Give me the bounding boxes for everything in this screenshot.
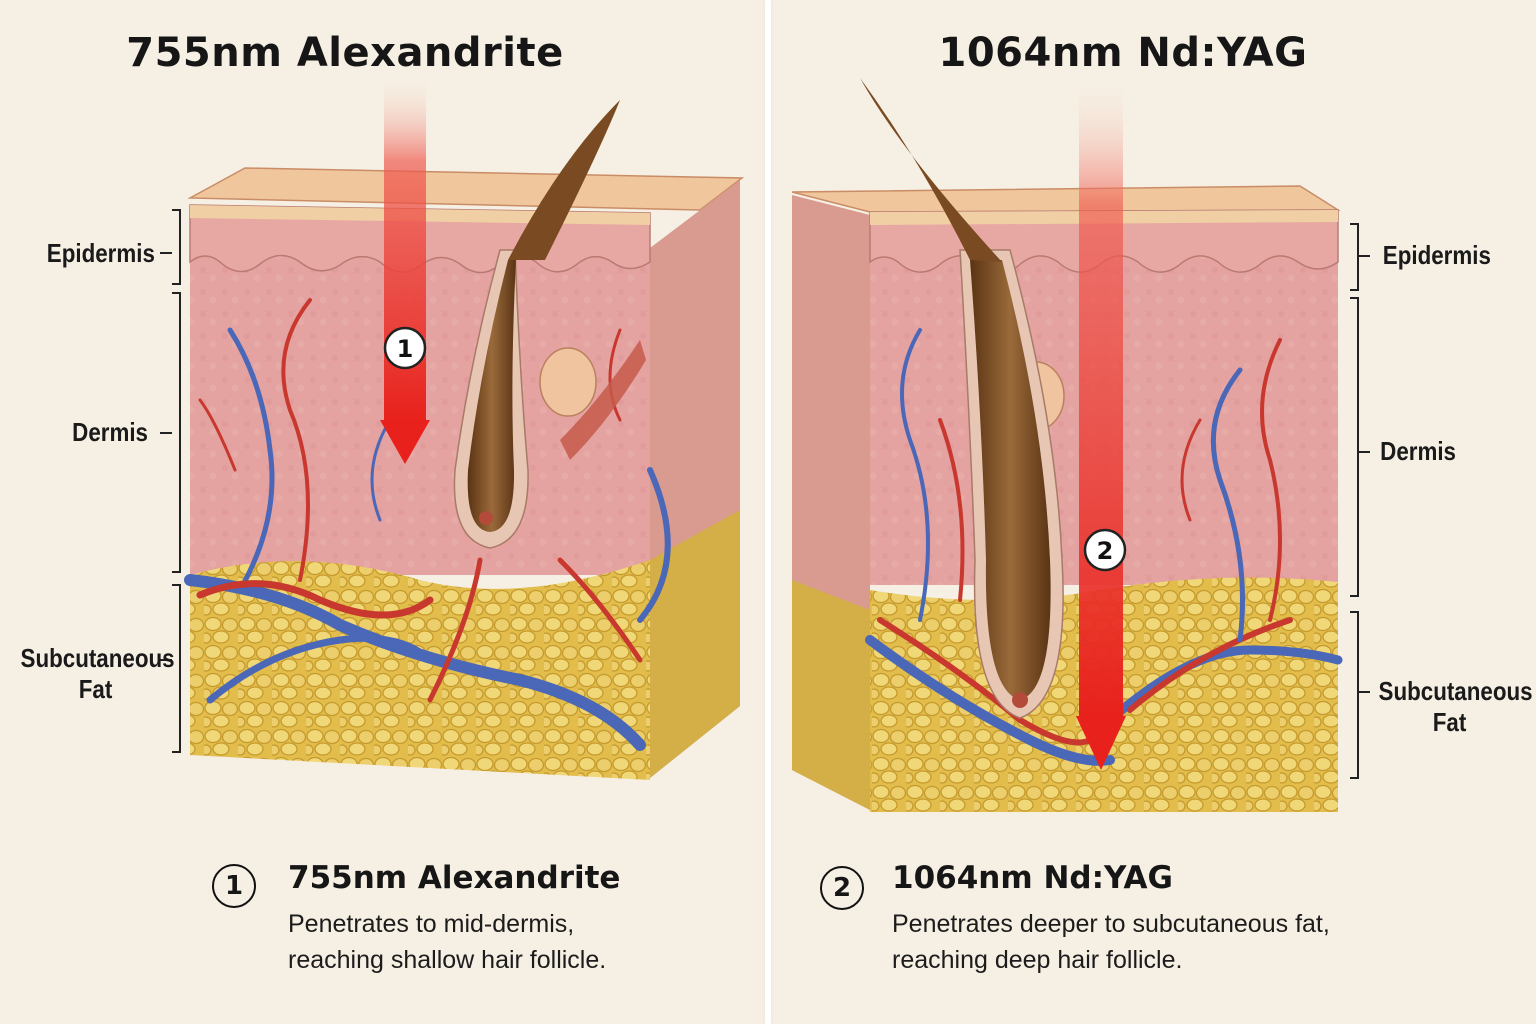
- footer-title: 1064nm Nd:YAG: [892, 860, 1173, 896]
- layer-label-epidermis: Epidermis: [46, 238, 155, 268]
- layer-label-subcutaneous: Subcutaneous: [1378, 676, 1533, 706]
- layer-label-fat: Fat: [78, 674, 113, 704]
- footer-description-line-1: Penetrates deeper to subcutaneous fat,: [892, 910, 1330, 938]
- footer-description-line-1: Penetrates to mid-dermis,: [288, 910, 575, 938]
- footer-description-line-2: reaching shallow hair follicle.: [288, 946, 607, 974]
- skin-diagram-alexandrite: 1: [160, 75, 745, 780]
- panel-divider: [765, 0, 771, 1024]
- footer-title: 755nm Alexandrite: [288, 860, 621, 896]
- footer-description-line-2: reaching deep hair follicle.: [892, 946, 1183, 974]
- layer-label-subcutaneous: Subcutaneous: [20, 643, 175, 673]
- layer-label-dermis: Dermis: [72, 417, 148, 447]
- layer-label-fat: Fat: [1432, 707, 1467, 737]
- panel-title: 1064nm Nd:YAG: [938, 30, 1308, 76]
- layer-label-epidermis: Epidermis: [1382, 240, 1491, 270]
- depth-marker-2: 2: [1097, 537, 1114, 565]
- panel-title: 755nm Alexandrite: [126, 30, 564, 76]
- footer-number-badge: 2: [820, 866, 864, 910]
- layer-label-dermis: Dermis: [1380, 436, 1456, 466]
- skin-diagram-ndyag: 2: [791, 78, 1370, 812]
- footer-number-badge: 1: [212, 864, 256, 908]
- panel-alexandrite: 755nm Alexandrite: [0, 0, 766, 1024]
- panel-ndyag: 1064nm Nd:YAG: [770, 0, 1536, 1024]
- depth-marker-1: 1: [397, 335, 414, 363]
